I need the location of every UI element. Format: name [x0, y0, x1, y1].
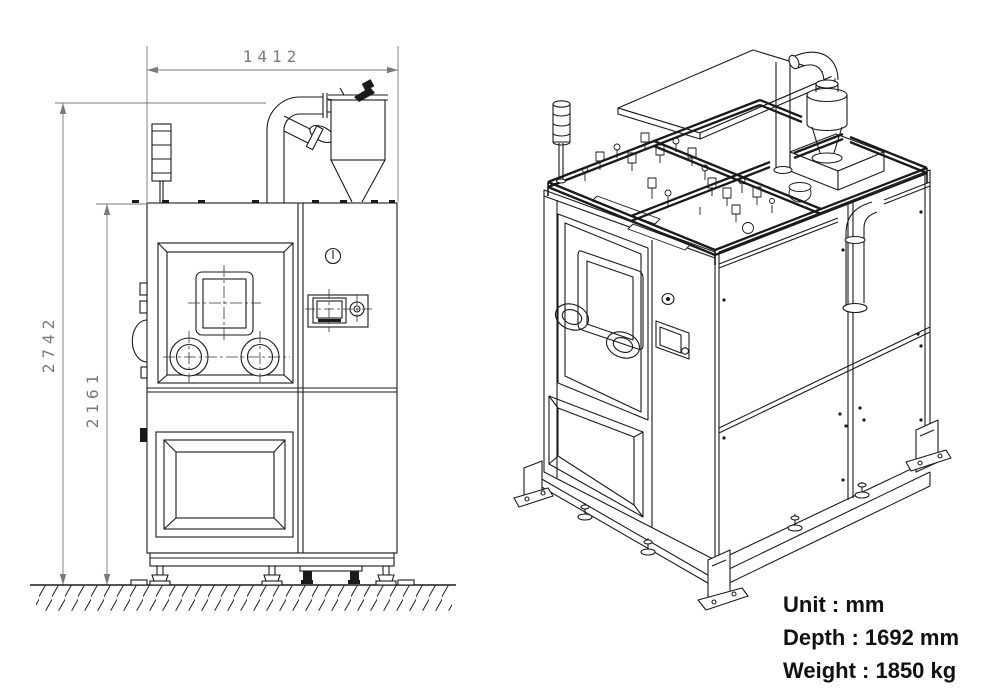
signal-tower-iso — [552, 100, 571, 184]
control-panel-iso — [655, 320, 690, 360]
dimension-width-label: 1412 — [243, 47, 302, 66]
ground-line — [30, 579, 456, 611]
floor-pad — [397, 579, 415, 586]
drop-pipe-iso — [842, 201, 878, 314]
level-sensor — [354, 87, 375, 102]
control-strip-iso — [655, 292, 690, 360]
top-cover-panel — [617, 49, 836, 140]
arrowhead — [103, 204, 111, 215]
elbow-pipe-iso — [788, 51, 839, 84]
dimension-total-height-label: 2742 — [39, 315, 58, 374]
signal-tower-front — [151, 123, 172, 203]
arrowhead — [103, 574, 111, 585]
pressure-gauge — [742, 222, 754, 234]
leveling-foot — [149, 565, 171, 586]
cyclone-body-iso — [806, 79, 848, 164]
door-hinges — [131, 282, 148, 442]
mounting-bracket — [513, 460, 554, 508]
floor-pad — [130, 579, 148, 586]
glove-port-right-iso — [605, 331, 641, 359]
control-panel-front — [305, 289, 373, 332]
dimension-total-height: 2742 — [39, 103, 67, 585]
base-frame-iso — [513, 419, 952, 611]
glove-port-right — [240, 331, 280, 383]
spec-weight: Weight : 1850 kg — [783, 658, 956, 683]
glove-port-left-iso — [554, 303, 590, 331]
cyclone-separator-front — [266, 79, 388, 203]
top-edge-clamps — [132, 200, 395, 203]
front-elevation-view: 1412 2742 2161 — [30, 46, 456, 611]
viewing-window-iso — [577, 250, 644, 351]
pneumatic-valves — [582, 132, 775, 222]
lower-door-iso — [548, 395, 644, 518]
leveling-foot-iso — [577, 482, 870, 556]
arrowhead — [59, 574, 67, 585]
angled-pipe — [283, 115, 335, 151]
lower-door — [155, 431, 294, 538]
elbow-pipe — [266, 96, 301, 131]
dimension-annotations: 1412 2742 2161 — [39, 46, 399, 585]
leveling-foot — [375, 565, 397, 586]
arrowhead — [147, 66, 158, 74]
indicator-light — [324, 247, 342, 265]
drain-bar — [299, 565, 363, 572]
arrowhead — [59, 103, 67, 114]
base-frame-front — [149, 552, 397, 586]
cyclone-body — [328, 79, 388, 203]
dimension-width: 1412 — [147, 47, 398, 74]
leveling-foot — [261, 565, 283, 586]
dimension-body-height-label: 2161 — [83, 370, 102, 429]
spec-annotations: Unit : mm Depth : 1692 mm Weight : 1850 … — [783, 592, 959, 683]
cross-rail — [793, 132, 844, 160]
cyclone-platform — [789, 133, 885, 191]
control-knob-iso — [680, 347, 690, 355]
cross-rail — [630, 160, 771, 223]
isometric-view — [513, 49, 952, 611]
cyclone-flange — [811, 152, 843, 164]
sensor-cap — [361, 79, 375, 91]
indicator-light-iso — [661, 292, 675, 306]
cone-right — [361, 159, 386, 203]
cross-rail — [653, 139, 822, 216]
riser-pipe-iso — [773, 62, 793, 175]
deck-components — [582, 132, 812, 251]
mounting-bracket — [697, 549, 749, 611]
glovebox-door-iso — [554, 213, 649, 421]
cyclone-separator-iso — [773, 51, 885, 314]
cone-left — [330, 159, 353, 203]
inner-window — [188, 265, 261, 341]
caster-foot — [301, 571, 360, 584]
cabinet-front — [131, 200, 398, 586]
panel-screws — [722, 210, 923, 482]
panel-seam — [718, 326, 931, 434]
ground-hatching — [36, 585, 452, 611]
arrowhead — [387, 66, 398, 74]
top-frame-rails — [547, 98, 928, 265]
dome-valve — [788, 182, 812, 203]
mounting-bracket — [905, 419, 952, 473]
spec-unit: Unit : mm — [783, 592, 884, 617]
dimension-body-height: 2161 — [83, 204, 111, 585]
spec-depth: Depth : 1692 mm — [783, 625, 959, 650]
